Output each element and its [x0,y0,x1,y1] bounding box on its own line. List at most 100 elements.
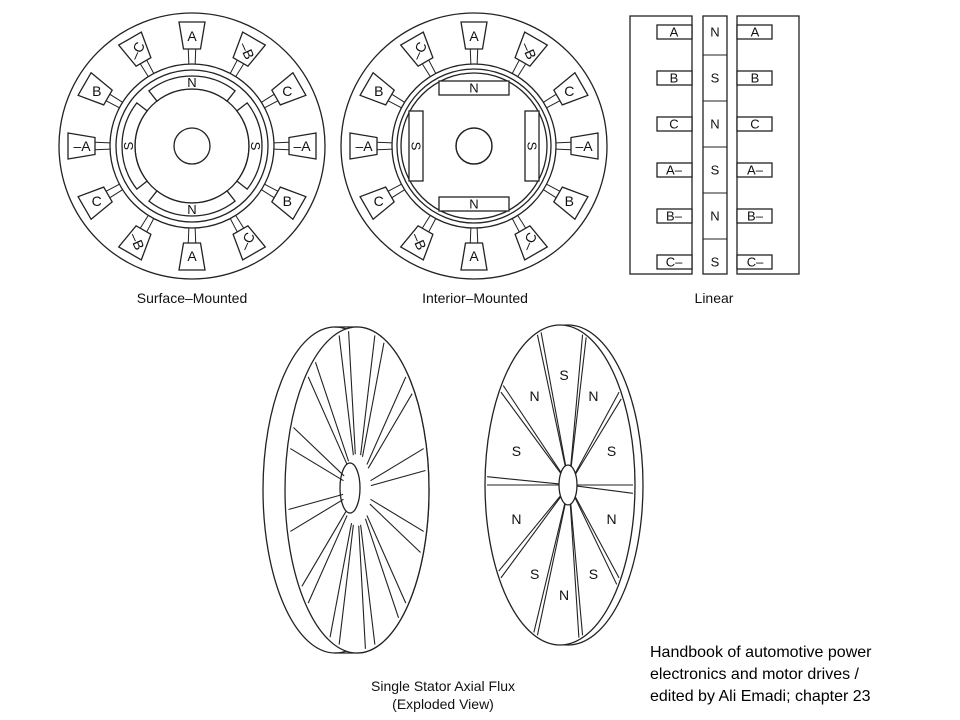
stator-disc-face [284,326,430,654]
stator-slot [77,71,114,106]
linear-slot [656,254,693,270]
slot-neck [476,49,479,65]
stator-tooth-edge [366,376,407,465]
linear-slot-label: A– [666,163,683,178]
slot-neck [428,59,437,74]
linear-slot [736,254,773,270]
stator-tooth-edge [370,469,426,487]
linear-slot [736,70,773,86]
slot-neck [229,218,238,233]
slot-neck [387,100,402,109]
slot-label: –A [73,138,91,154]
linear-slot-label: C– [666,255,683,270]
rotor-pole-label: S [589,566,598,582]
magnet-pole-label: N [469,81,478,96]
slot-label: B [374,83,383,99]
linear-mover [702,15,728,275]
axial-flux-stator-disc [262,326,430,654]
rotor-pole-divider [574,496,620,579]
stator-hub [339,462,361,514]
stator-tooth-edge [361,342,385,457]
stator-tooth-edge [360,335,376,456]
interior-magnet [438,196,510,212]
stator-slot [232,31,267,68]
slot-neck [421,215,431,229]
slot-neck [546,100,561,109]
slot-label: –A [293,138,311,154]
stator-slot [270,186,307,221]
slot-neck [377,148,393,151]
stator-tooth-edge [369,503,421,553]
stator-slot [460,21,488,50]
rotor-pole-divider [500,496,562,579]
linear-slot-label: C– [747,255,764,270]
caption-line-3: edited by Ali Emadi; chapter 23 [650,688,871,705]
stator-slot [232,224,267,261]
stator-tooth-edge [314,362,350,462]
surface-magnet [121,101,148,191]
linear-pole-label: S [711,163,720,178]
rotor-pole-label: S [607,443,616,459]
stator-tooth-edge [293,427,345,477]
stator-slot [359,71,396,106]
rotor-pole-label: N [511,511,521,527]
linear-slot-label: B– [666,209,683,224]
slot-label: –B [236,40,258,62]
linear-pole-label: N [710,25,719,40]
slot-label: A [469,28,479,44]
slot-neck [517,215,527,229]
slot-label: A [187,248,197,264]
source-caption: Handbook of automotive power electronics… [650,642,955,708]
slot-neck [109,189,123,199]
caption-line-1: Handbook of automotive power [650,644,872,661]
slot-neck [264,183,279,192]
rotor-pole-divider [502,385,562,473]
rotor-pole-divider [536,503,566,636]
slot-neck [511,59,520,74]
slot-neck [95,148,111,151]
stator-slot [399,31,434,68]
stator-slot [359,186,396,221]
rotor-outer-circle [396,68,552,224]
linear-slot-label: A [751,25,760,40]
slot-neck [543,189,557,199]
linear-slot [656,116,693,132]
stator-tooth-edge [290,498,344,532]
stator-slot [570,132,599,160]
stator-slot [288,132,317,160]
stator-slot [77,186,114,221]
slot-neck [95,141,111,144]
slot-neck [543,93,557,103]
slot-neck [517,63,527,77]
linear-label: Linear [695,290,734,306]
stator-slot [178,21,206,50]
stator-slot [514,31,549,68]
axial-flux-label: Single Stator Axial Flux [371,678,515,694]
stator-slot [514,224,549,261]
slot-neck [428,218,437,233]
stator-slot [552,71,589,106]
linear-slot [736,208,773,224]
rotor-pole-divider [540,332,567,466]
slot-neck [377,141,393,144]
linear-slot [656,70,693,86]
rotor-pole-divider [575,398,622,475]
stator-tooth-edge [367,393,413,469]
linear-slot-label: B– [747,209,764,224]
linear-right-stator [736,15,800,275]
stator-slot [178,242,206,271]
stator-slot [349,132,378,160]
slot-label: A [187,28,197,44]
linear-slot-label: C [750,117,759,132]
slot-neck [273,141,289,144]
caption-line-2: electronics and motor drives / [650,666,859,683]
slot-label: B [283,193,292,209]
stator-slot [399,224,434,261]
stator-outer-circle [58,12,326,280]
linear-pole-label: S [711,71,720,86]
exploded-view-label: (Exploded View) [392,696,494,712]
rotor-pole-divider [574,497,618,585]
